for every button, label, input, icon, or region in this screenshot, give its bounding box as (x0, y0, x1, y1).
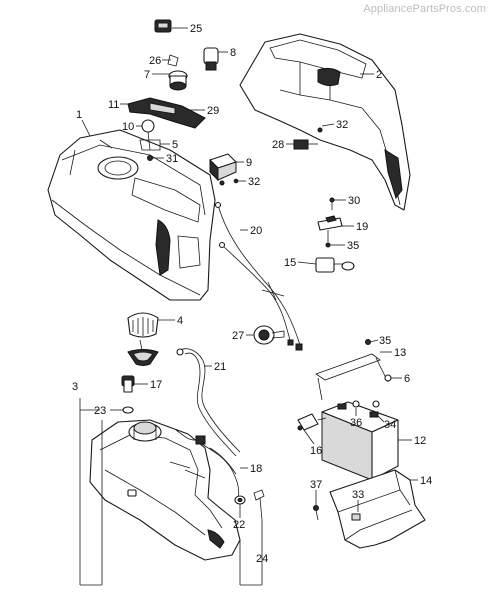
fuel-line-part (175, 429, 240, 501)
key-panel-part (127, 97, 206, 129)
knob-part (203, 47, 219, 71)
clamp-part (253, 325, 285, 345)
callout-25: 25 (190, 23, 202, 35)
callout-6: 6 (404, 373, 410, 385)
callout-30: 30 (348, 195, 360, 207)
callout-9: 9 (246, 157, 252, 169)
callout-19: 19 (356, 221, 368, 233)
fuel-cap-part (127, 312, 159, 366)
clip-part (167, 54, 179, 67)
grommet-part (121, 375, 135, 414)
callout-31: 31 (166, 153, 178, 165)
callout-15: 15 (284, 257, 296, 269)
callout-11: 11 (108, 99, 119, 111)
wire-harness-part (214, 201, 303, 351)
callout-20: 20 (250, 225, 262, 237)
callout-23: 23 (94, 405, 106, 417)
callout-24: 24 (256, 553, 268, 565)
callout-36: 36 (350, 417, 362, 429)
callout-35-upper: 35 (347, 240, 359, 252)
callout-1: 1 (76, 109, 82, 121)
switch-part (154, 19, 172, 33)
bracket-part (139, 139, 161, 161)
callout-16: 16 (310, 445, 322, 457)
battery-part (321, 400, 399, 481)
callout-34: 34 (384, 419, 396, 431)
callout-33: 33 (352, 489, 364, 501)
callout-32-lower: 32 (248, 176, 260, 188)
callout-3: 3 (72, 381, 78, 393)
callout-2: 2 (376, 69, 382, 81)
callout-17: 17 (150, 379, 162, 391)
callout-4: 4 (177, 315, 183, 327)
callout-18: 18 (250, 463, 262, 475)
terminal-part (297, 413, 327, 431)
key-switch-part (168, 70, 188, 91)
callout-35-lower: 35 (379, 335, 391, 347)
callout-12: 12 (414, 435, 426, 447)
callout-7: 7 (144, 69, 150, 81)
callout-10: 10 (122, 121, 134, 133)
rear-cover-part (239, 33, 411, 211)
fuel-valve-part (315, 197, 355, 273)
watermark: AppliancePartsPros.com (363, 3, 486, 15)
connector-part (233, 127, 323, 184)
leader-lines (79, 27, 418, 586)
vent-hose-part (176, 348, 241, 457)
relay-part (209, 153, 237, 186)
battery-tray-part (313, 469, 426, 549)
callout-21: 21 (214, 361, 226, 373)
callout-14: 14 (420, 475, 432, 487)
tank-mount-part (234, 489, 265, 521)
callout-26: 26 (149, 55, 161, 67)
front-cover-part (47, 129, 216, 301)
battery-strap-part (315, 339, 392, 401)
callout-22: 22 (233, 519, 245, 531)
callout-27: 27 (232, 330, 244, 342)
callout-5: 5 (172, 139, 178, 151)
callout-8: 8 (230, 47, 236, 59)
fuel-tank-part (89, 419, 241, 561)
callout-13: 13 (394, 347, 406, 359)
callout-labels: 25 26 7 8 29 11 10 5 31 9 32 32 28 2 1 2… (72, 23, 432, 565)
callout-32-upper: 32 (336, 119, 348, 131)
callout-37: 37 (310, 479, 322, 491)
callout-29: 29 (207, 105, 219, 117)
callout-28: 28 (272, 139, 284, 151)
